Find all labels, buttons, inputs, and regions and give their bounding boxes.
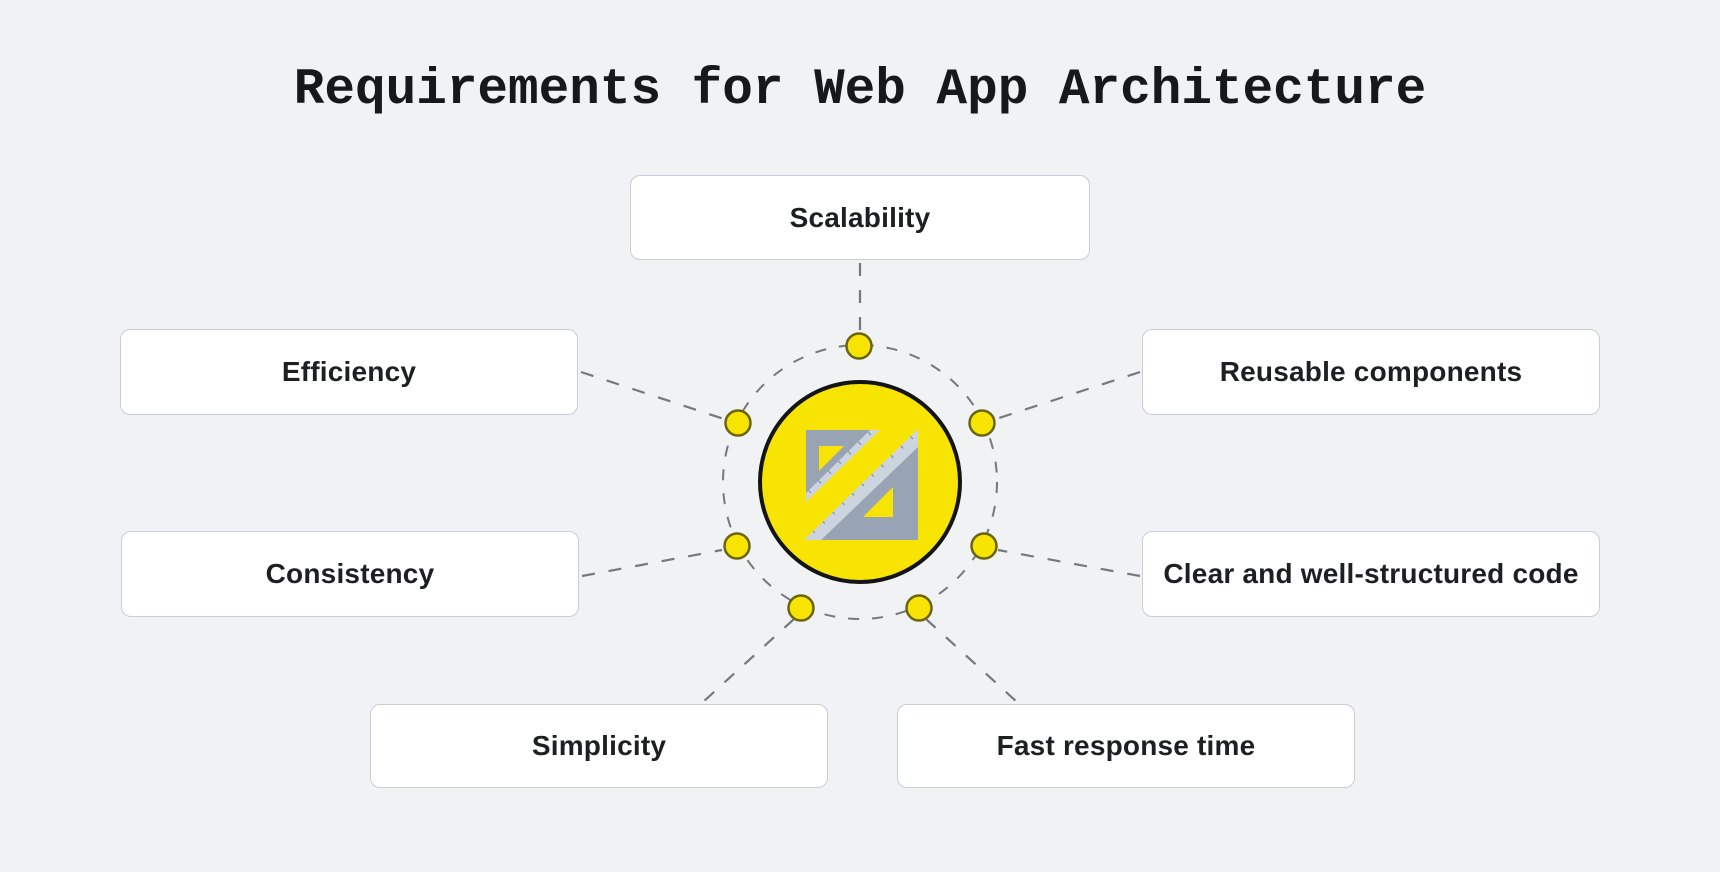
connector-simplicity [702,618,795,703]
connector-reusable [995,370,1141,421]
orbit-dots [723,332,998,622]
node-simplicity: Simplicity [370,704,828,788]
connector-fast-response [925,618,1018,703]
node-label: Fast response time [996,730,1256,761]
dashed-orbit-circle [722,344,998,620]
orbit-dot-top [845,332,873,360]
node-label: Scalability [789,201,931,233]
node-scalability: Scalability [630,175,1090,260]
orbit-dot-bottom-right [905,594,933,622]
node-label: Consistency [265,558,435,589]
node-label: Simplicity [531,730,667,761]
orbit-dot-upper-left [724,409,752,437]
node-clear-code: Clear and well-structured code [1142,531,1600,617]
set-square-ruler-icon [804,429,918,540]
node-fast-response-time: Fast response time [897,704,1355,788]
hub-circle [758,380,962,584]
connector-lines [580,263,1141,703]
node-label: Clear and well-structured code [1163,558,1579,589]
node-label: Efficiency [281,356,417,387]
node-efficiency: Efficiency [120,329,578,415]
page-title: Requirements for Web App Architecture [293,62,1427,119]
node-reusable-components: Reusable components [1142,329,1600,415]
orbit-dot-bottom-left [787,594,815,622]
orbit-dot-upper-right [968,409,996,437]
node-label: Reusable components [1219,356,1523,387]
connector-clear-code [997,548,1141,578]
connector-efficiency [580,370,725,421]
orbit-dot-lower-right [970,532,998,560]
node-consistency: Consistency [121,531,579,617]
connector-consistency [581,548,723,578]
orbit-dot-lower-left [723,532,751,560]
